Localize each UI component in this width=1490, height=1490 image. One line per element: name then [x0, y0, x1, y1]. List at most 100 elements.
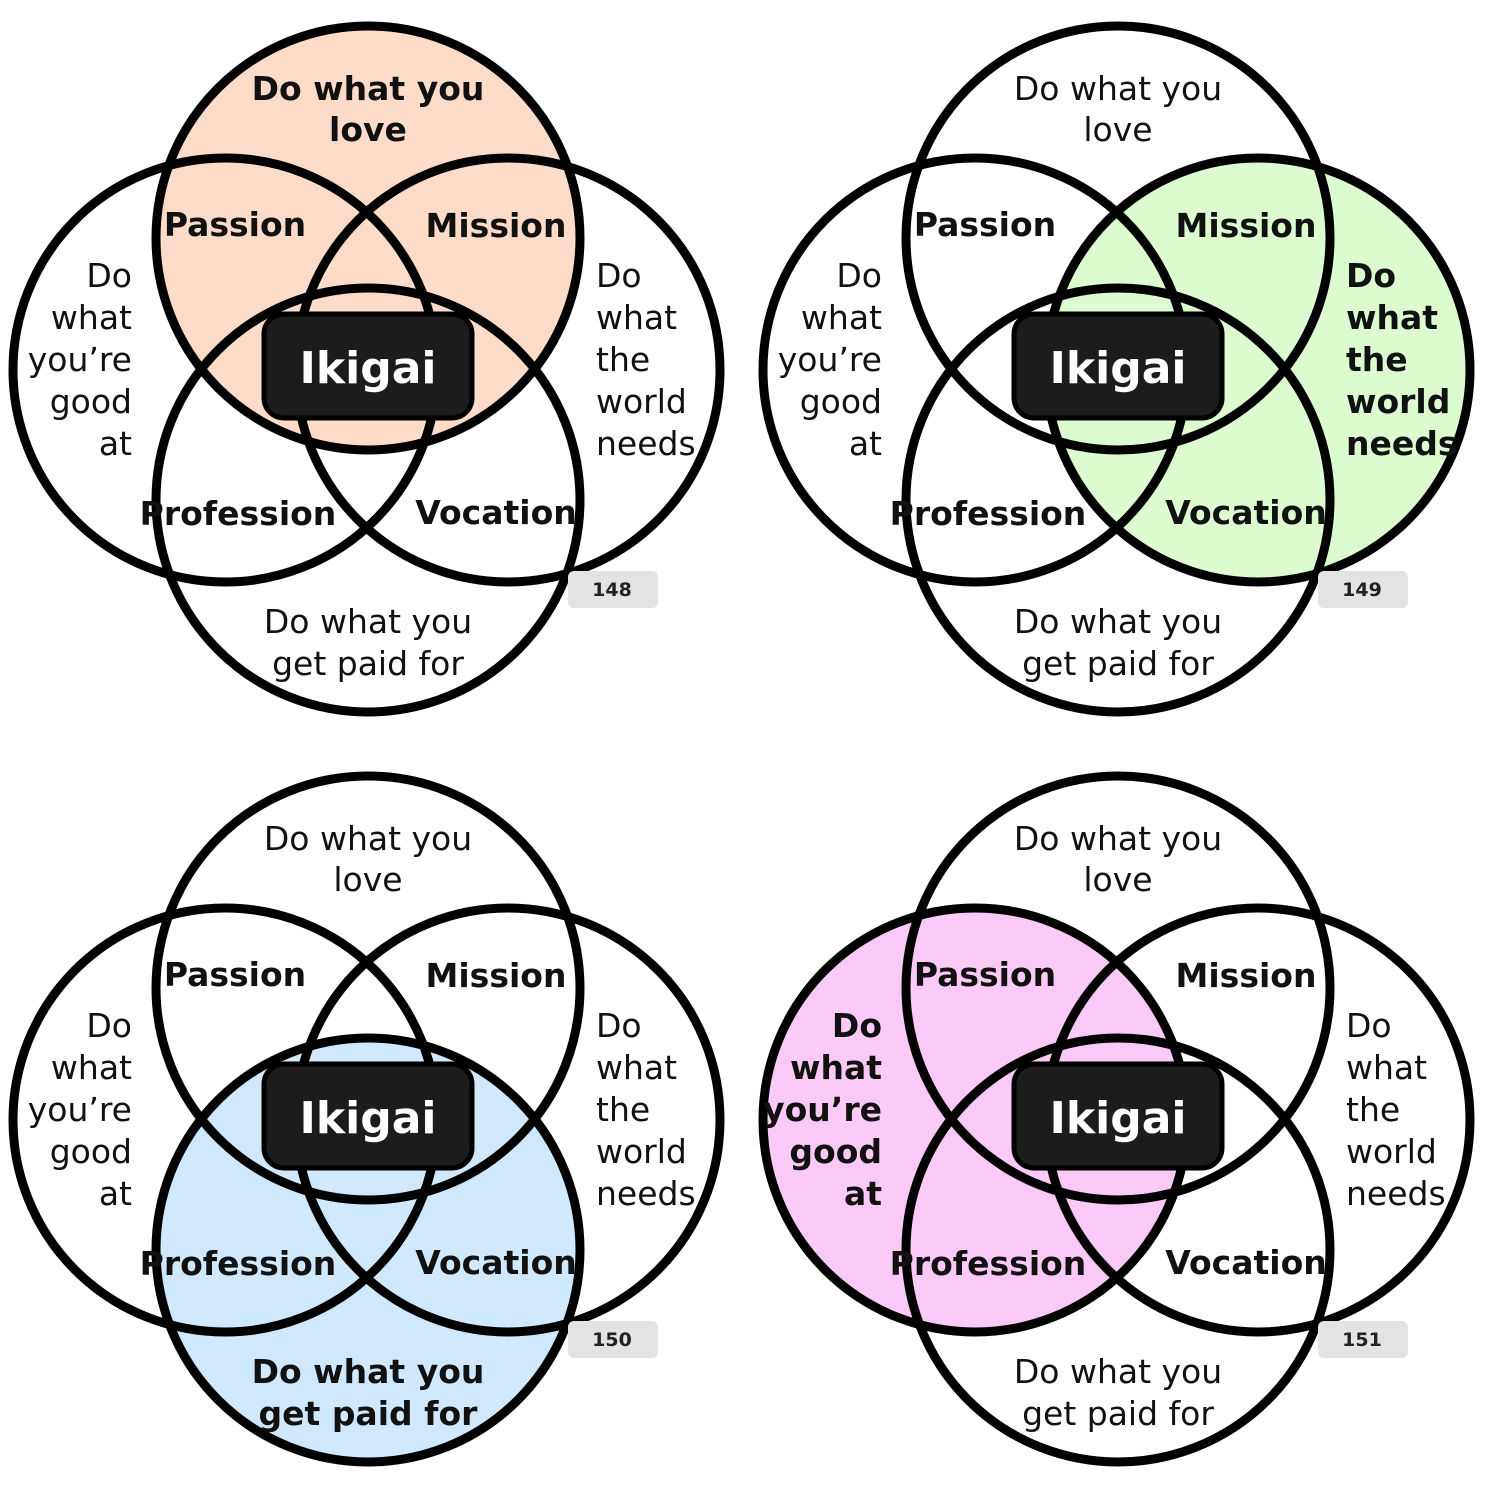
- good-label-line: at: [849, 424, 882, 463]
- good-label-line: good: [50, 1132, 132, 1171]
- mission-label: Mission: [426, 956, 567, 995]
- page-number: 148: [592, 579, 632, 601]
- paid-label-line: get paid for: [259, 1394, 479, 1433]
- page-number-tab: [1318, 571, 1408, 608]
- paid-circle: [901, 283, 1335, 717]
- good-label-line: at: [99, 424, 132, 463]
- vocation-label: Vocation: [1165, 1243, 1327, 1282]
- ikigai-panel-149: Do what youloveDowhatyou’regoodatDowhatt…: [758, 21, 1475, 717]
- world-label-line: needs: [1346, 424, 1458, 463]
- good-label-line: what: [790, 1048, 882, 1087]
- vocation-label: Vocation: [415, 1243, 577, 1282]
- profession-label: Profession: [140, 494, 337, 533]
- love-label-line: love: [1083, 860, 1152, 899]
- love-label-line: love: [329, 110, 407, 149]
- good-label-line: Do: [836, 256, 882, 295]
- world-label-line: the: [596, 340, 650, 379]
- world-label-line: world: [1346, 382, 1450, 421]
- love-label-line: Do what you: [264, 819, 472, 858]
- love-label-line: love: [1083, 110, 1152, 149]
- page-number-tab: [568, 571, 658, 608]
- ikigai-badge: [1011, 1061, 1225, 1171]
- ikigai-badge: [1011, 311, 1225, 421]
- world-label-line: what: [596, 298, 677, 337]
- paid-label-line: get paid for: [1022, 644, 1214, 683]
- good-label-line: you’re: [28, 1090, 132, 1129]
- paid-circle: [151, 1033, 585, 1467]
- ikigai-label: Ikigai: [1050, 343, 1187, 394]
- page-number-tab: [568, 1321, 658, 1358]
- page-number-tab: [1318, 1321, 1408, 1358]
- world-label-line: what: [1346, 298, 1438, 337]
- passion-label: Passion: [914, 955, 1056, 994]
- ikigai-panel-148: Do what youloveDowhatyou’regoodatDowhatt…: [8, 21, 725, 717]
- page-number: 149: [1342, 579, 1382, 601]
- world-label-line: what: [1346, 1048, 1427, 1087]
- good-label-line: at: [844, 1174, 882, 1213]
- paid-label-line: Do what you: [252, 1352, 485, 1391]
- profession-label: Profession: [890, 494, 1087, 533]
- world-label-line: the: [1346, 1090, 1400, 1129]
- ikigai-panel-151: Do what youloveDowhatyou’regoodatDowhatt…: [758, 771, 1475, 1467]
- world-label-line: world: [1346, 1132, 1437, 1171]
- good-label-line: what: [51, 1048, 132, 1087]
- passion-label: Passion: [914, 205, 1056, 244]
- world-label-line: world: [596, 1132, 687, 1171]
- world-label-line: the: [1346, 340, 1408, 379]
- world-label-line: needs: [1346, 1174, 1446, 1213]
- good-label-line: at: [99, 1174, 132, 1213]
- world-label-line: the: [596, 1090, 650, 1129]
- good-label-line: good: [50, 382, 132, 421]
- vocation-label: Vocation: [1165, 493, 1327, 532]
- good-label-line: you’re: [28, 340, 132, 379]
- vocation-label: Vocation: [415, 493, 577, 532]
- love-circle: [901, 771, 1335, 1205]
- mission-label: Mission: [1176, 956, 1317, 995]
- paid-label-line: get paid for: [272, 644, 464, 683]
- profession-label: Profession: [140, 1244, 337, 1283]
- world-label-line: needs: [596, 1174, 696, 1213]
- mission-label: Mission: [1176, 206, 1317, 245]
- world-label-line: needs: [596, 424, 696, 463]
- ikigai-label: Ikigai: [300, 1093, 437, 1144]
- paid-label-line: Do what you: [1014, 602, 1222, 641]
- good-label-line: Do: [832, 1006, 882, 1045]
- love-circle: [901, 21, 1335, 455]
- good-label-line: what: [801, 298, 882, 337]
- ikigai-label: Ikigai: [300, 343, 437, 394]
- good-label-line: what: [51, 298, 132, 337]
- love-label-line: love: [333, 860, 402, 899]
- good-label-line: good: [789, 1132, 882, 1171]
- highlight-fill: [1046, 158, 1470, 582]
- world-label-line: Do: [596, 1006, 642, 1045]
- world-label-line: Do: [596, 256, 642, 295]
- page-number: 150: [592, 1329, 632, 1351]
- good-label-line: good: [800, 382, 882, 421]
- passion-label: Passion: [164, 205, 306, 244]
- profession-label: Profession: [890, 1244, 1087, 1283]
- paid-label-line: Do what you: [1014, 1352, 1222, 1391]
- ikigai-label: Ikigai: [1050, 1093, 1187, 1144]
- world-label-line: Do: [1346, 1006, 1392, 1045]
- mission-label: Mission: [426, 206, 567, 245]
- good-label-line: you’re: [778, 340, 882, 379]
- love-label-line: Do what you: [1014, 819, 1222, 858]
- world-label-line: what: [596, 1048, 677, 1087]
- paid-circle: [901, 1033, 1335, 1467]
- ikigai-panel-150: Do what youloveDowhatyou’regoodatDowhatt…: [8, 771, 725, 1467]
- love-label-line: Do what you: [1014, 69, 1222, 108]
- world-label-line: world: [596, 382, 687, 421]
- good-label-line: Do: [86, 1006, 132, 1045]
- ikigai-badge: [261, 1061, 475, 1171]
- ikigai-badge: [261, 311, 475, 421]
- love-circle: [151, 21, 585, 455]
- page-number: 151: [1342, 1329, 1382, 1351]
- paid-circle: [151, 283, 585, 717]
- paid-label-line: get paid for: [1022, 1394, 1214, 1433]
- world-label-line: Do: [1346, 256, 1396, 295]
- highlight-fill: [763, 908, 1187, 1332]
- good-label-line: Do: [86, 256, 132, 295]
- passion-label: Passion: [164, 955, 306, 994]
- love-label-line: Do what you: [252, 69, 485, 108]
